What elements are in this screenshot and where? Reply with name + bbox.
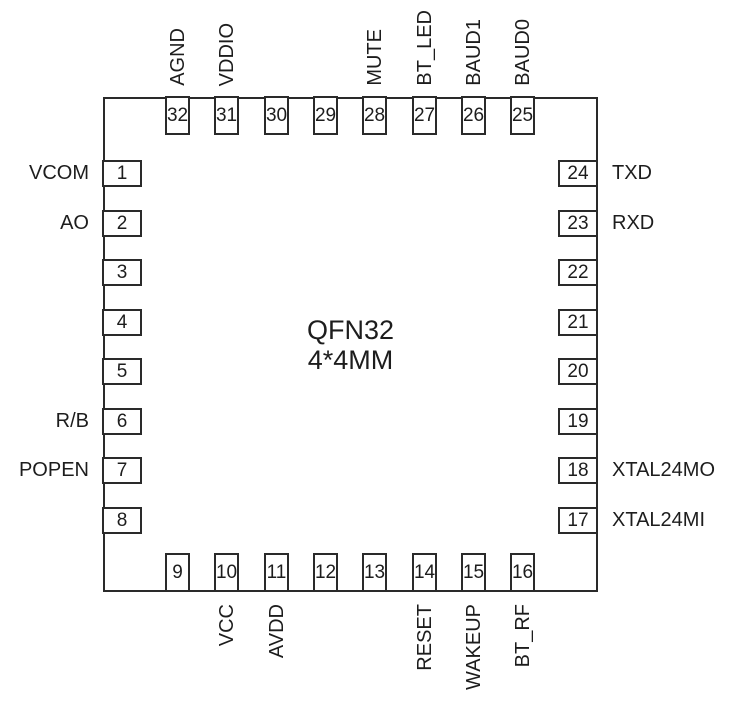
pin-18-label: XTAL24MO [612,459,715,481]
pin-24-number: 24 [567,162,589,184]
pin-14: 14 [412,553,437,592]
pin-2: 2 [102,210,142,237]
pin-6: 6 [102,408,142,435]
pin-11-label: AVDD [266,604,288,659]
chip-title: QFN32 4*4MM [307,315,394,375]
pin-27: 27 [412,96,437,135]
pin-4-number: 4 [116,311,128,333]
pin-7-number: 7 [116,459,128,481]
pin-23-label: RXD [612,212,655,234]
pin-7: 7 [102,457,142,484]
pin-30-number: 30 [265,104,288,126]
pin-4: 4 [102,309,142,336]
pin-14-number: 14 [413,561,436,583]
pin-17: 17 [558,507,598,534]
pin-25-number: 25 [511,104,534,126]
pin-5-number: 5 [116,360,128,382]
pin-16-number: 16 [511,561,534,583]
pin-1-number: 1 [116,162,128,184]
pin-24: 24 [558,160,598,187]
pin-13: 13 [362,553,387,592]
pin-5: 5 [102,358,142,385]
pin-29-number: 29 [314,104,337,126]
pin-21: 21 [558,309,598,336]
pin-12-number: 12 [314,561,337,583]
pin-18-number: 18 [567,459,589,481]
pin-16: 16 [510,553,535,592]
pin-15-number: 15 [462,561,485,583]
pin-31-label: VDDIO [216,22,238,86]
pin-16-label: BT_RF [512,604,534,668]
pin-9-number: 9 [172,561,183,583]
chip-package-size: 4*4MM [307,344,394,375]
pin-9: 9 [165,553,190,592]
pin-28-label: MUTE [364,29,386,86]
pin-15: 15 [461,553,486,592]
pin-28: 28 [362,96,387,135]
pin-15-label: WAKEUP [463,604,485,690]
pin-10: 10 [214,553,239,592]
pin-20: 20 [558,358,598,385]
pin-19: 19 [558,408,598,435]
pin-25: 25 [510,96,535,135]
pin-30: 30 [264,96,289,135]
pin-2-number: 2 [116,212,128,234]
pin-8: 8 [102,507,142,534]
pin-28-number: 28 [363,104,386,126]
pin-3: 3 [102,259,142,286]
pin-17-number: 17 [567,509,589,531]
pin-10-number: 10 [215,561,238,583]
pin-6-label: R/B [55,410,89,432]
pin-32-number: 32 [166,104,189,126]
pin-23: 23 [558,210,598,237]
pin-26: 26 [461,96,486,135]
pin-24-label: TXD [612,162,652,184]
pin-22-number: 22 [567,261,589,283]
pin-2-label: AO [60,212,89,234]
pin-11-number: 11 [266,561,287,583]
pin-1-label: VCOM [29,162,89,184]
pin-12: 12 [313,553,338,592]
pin-13-number: 13 [363,561,386,583]
chip-package-name: QFN32 [306,314,395,345]
pin-6-number: 6 [116,410,128,432]
pin-31-number: 31 [215,104,238,126]
pin-22: 22 [558,259,598,286]
chip-body: QFN32 4*4MM [103,97,598,592]
pin-25-label: BAUD0 [512,19,534,86]
pin-23-number: 23 [567,212,589,234]
pin-21-number: 21 [567,311,589,333]
pin-26-number: 26 [462,104,485,126]
pin-31: 31 [214,96,239,135]
pin-20-number: 20 [567,360,589,382]
pin-14-label: RESET [414,604,436,671]
pin-17-label: XTAL24MI [612,509,705,531]
pin-32-label: AGND [167,28,189,86]
pin-32: 32 [165,96,190,135]
pin-10-label: VCC [216,604,238,647]
pin-26-label: BAUD1 [463,19,485,86]
pin-3-number: 3 [116,261,128,283]
pin-8-number: 8 [116,509,128,531]
pin-19-number: 19 [567,410,589,432]
pin-29: 29 [313,96,338,135]
pin-27-number: 27 [413,104,436,126]
pin-7-label: POPEN [18,459,89,481]
pin-27-label: BT_LED [414,10,436,86]
pin-18: 18 [558,457,598,484]
pin-11: 11 [264,553,289,592]
pin-1: 1 [102,160,142,187]
